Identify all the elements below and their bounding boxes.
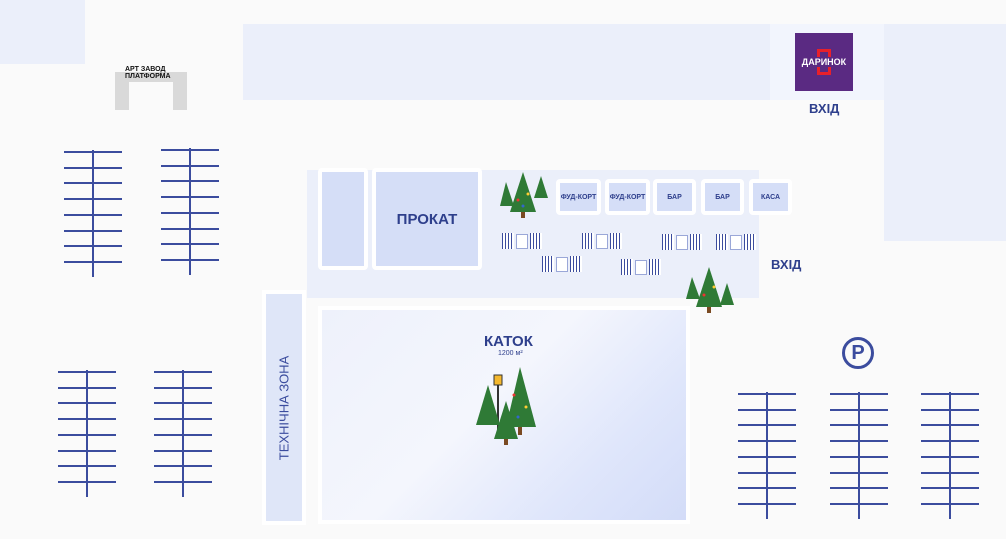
table-set (621, 259, 661, 275)
kiosk-bar-1: БАР (653, 179, 696, 215)
kiosk-cashier: КАСА (749, 179, 792, 215)
rink-title: КАТОК (484, 333, 533, 350)
rink-area: 1200 м² (498, 350, 523, 357)
christmas-trees-icon (500, 172, 548, 218)
christmas-trees-icon (686, 267, 734, 313)
table-set (716, 234, 756, 250)
storage-box (318, 168, 368, 270)
kiosk-food-court-2: ФУД-КОРТ (605, 179, 650, 215)
table-set (542, 256, 582, 272)
tech-zone (262, 290, 306, 525)
art-zavod-logo: АРТ ЗАВОД ПЛАТФОРМА (115, 66, 187, 110)
building-top (243, 24, 770, 100)
kiosk-bar-2: БАР (701, 179, 744, 215)
table-set (582, 233, 622, 249)
parking-spaces (738, 392, 796, 519)
parking-spaces (154, 370, 212, 497)
building-right (884, 24, 1006, 241)
parking-spaces (64, 150, 122, 277)
darynok-logo: ДАРИНОК (795, 33, 853, 91)
entrance-top-label: ВХІД (809, 101, 840, 116)
parking-spaces (58, 370, 116, 497)
area-top-left (0, 0, 85, 64)
parking-sign: P (842, 337, 874, 369)
christmas-trees-lamp-icon (476, 367, 536, 445)
parking-spaces (161, 148, 219, 275)
kiosk-food-court-1: ФУД-КОРТ (556, 179, 601, 215)
rental-box: ПРОКАТ (372, 168, 482, 270)
table-set (502, 233, 542, 249)
table-set (662, 234, 702, 250)
parking-spaces (921, 392, 979, 519)
entrance-right-label: ВХІД (771, 257, 802, 272)
tech-zone-label: ТЕХНІЧНА ЗОНА (276, 355, 292, 461)
parking-spaces (830, 392, 888, 519)
